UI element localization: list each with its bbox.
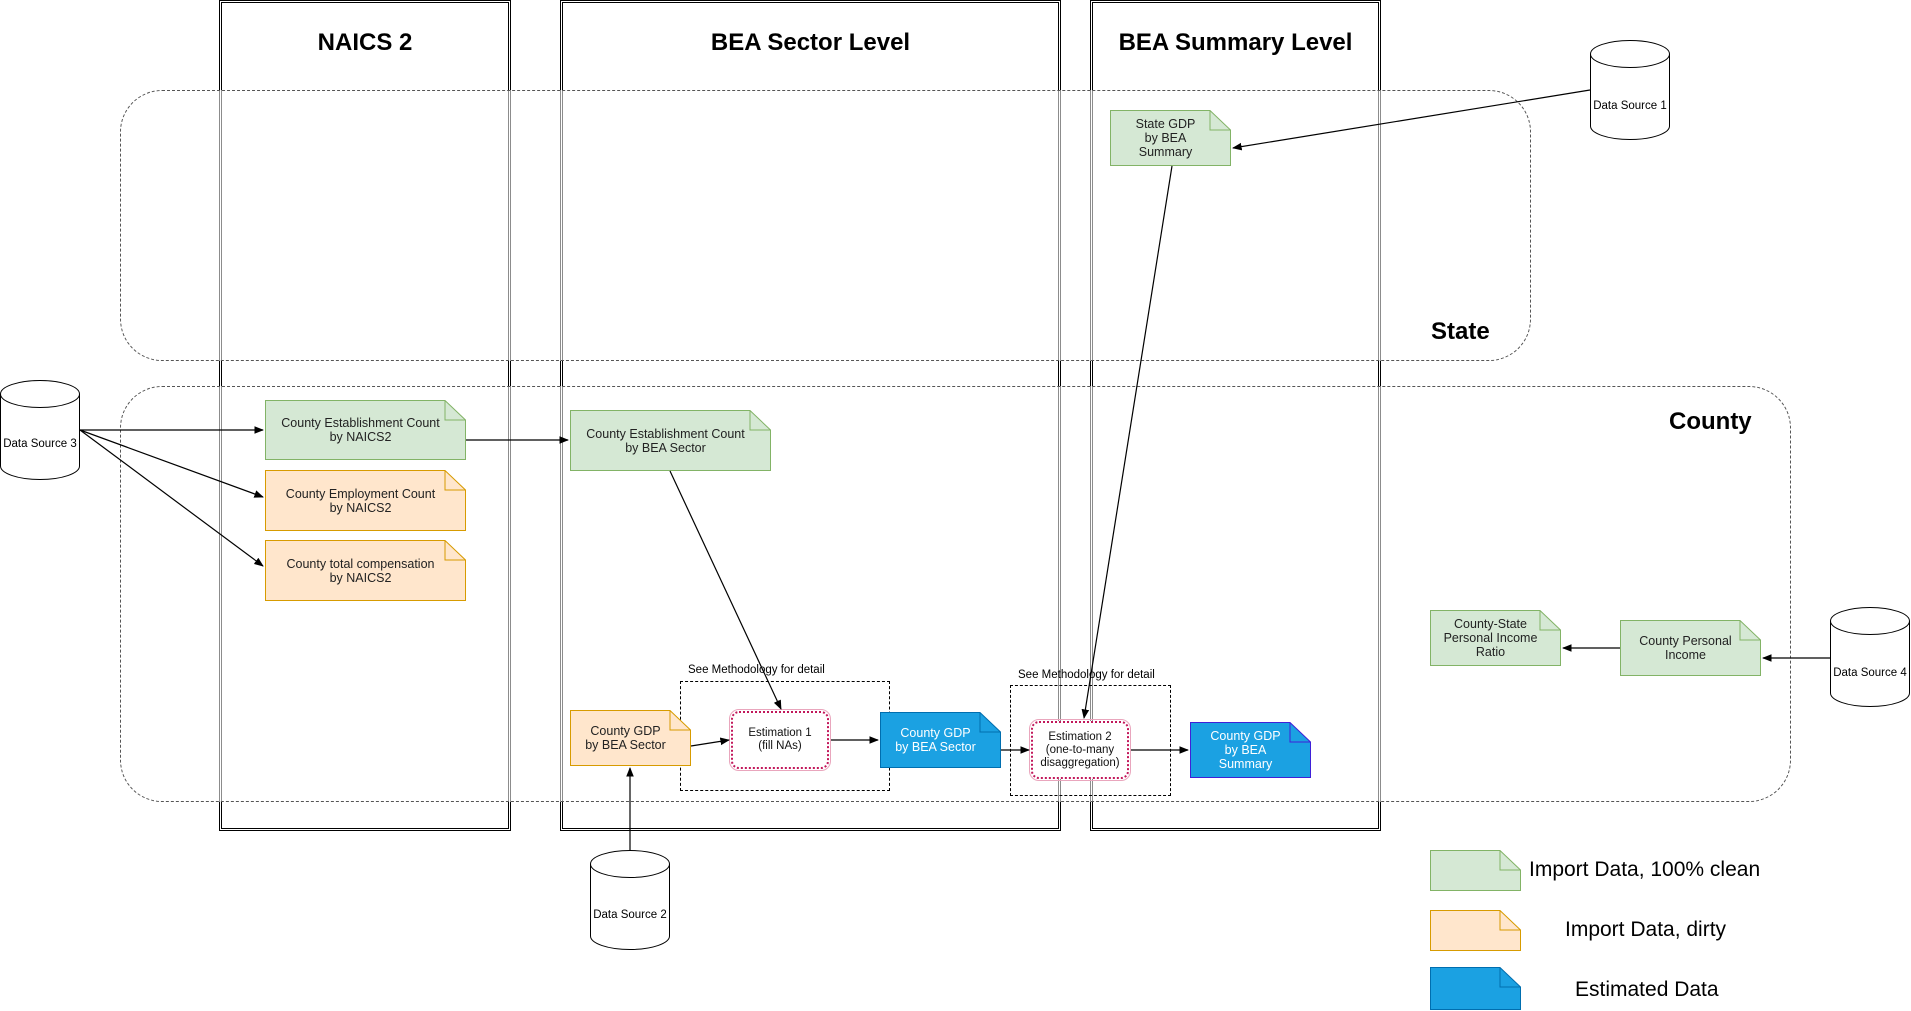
county-gdp-sector-est-label: County GDP by BEA Sector bbox=[895, 726, 976, 754]
data-source-4-cylinder[interactable]: Data Source 4 bbox=[1830, 607, 1910, 707]
data-source-1-label: Data Source 1 bbox=[1593, 100, 1667, 112]
lane-bea-summary-title: BEA Summary Level bbox=[1118, 29, 1353, 56]
county-gdp-summary-est-node[interactable]: County GDP by BEA Summary bbox=[1190, 722, 1311, 778]
data-source-4-label: Data Source 4 bbox=[1833, 667, 1907, 679]
county-gdp-summary-est-label: County GDP by BEA Summary bbox=[1210, 729, 1281, 771]
data-source-1-cylinder[interactable]: Data Source 1 bbox=[1590, 40, 1670, 140]
county-estab-sector-node[interactable]: County Establishment Count by BEA Sector bbox=[570, 410, 771, 471]
state-gdp-summary-label: State GDP by BEA Summary bbox=[1135, 117, 1196, 159]
legend-clean-swatch bbox=[1430, 850, 1521, 891]
methodology-note-1: See Methodology for detail bbox=[688, 664, 825, 676]
county-compensation-naics2-node[interactable]: County total compensation by NAICS2 bbox=[265, 540, 466, 601]
estimation1-node[interactable]: Estimation 1 (fill NAs) bbox=[731, 711, 829, 769]
lane-naics2-title: NAICS 2 bbox=[317, 29, 413, 56]
county-employment-naics2-node[interactable]: County Employment Count by NAICS2 bbox=[265, 470, 466, 531]
lane-bea-sector-title: BEA Sector Level bbox=[710, 29, 911, 56]
legend-estimated-swatch bbox=[1430, 967, 1521, 1010]
region-state bbox=[120, 90, 1531, 361]
county-employment-naics2-label: County Employment Count by NAICS2 bbox=[285, 486, 436, 515]
county-estab-naics2-node[interactable]: County Establishment Count by NAICS2 bbox=[265, 400, 466, 460]
legend-clean-label: Import Data, 100% clean bbox=[1529, 858, 1761, 881]
county-gdp-sector-dirty-label: County GDP by BEA Sector bbox=[585, 724, 666, 752]
legend-dirty-label: Import Data, dirty bbox=[1565, 918, 1727, 941]
estimation2-node[interactable]: Estimation 2 (one-to-many disaggregation… bbox=[1031, 721, 1129, 779]
data-source-2-label: Data Source 2 bbox=[593, 909, 667, 921]
data-source-3-cylinder[interactable]: Data Source 3 bbox=[0, 380, 80, 480]
data-source-3-label: Data Source 3 bbox=[3, 438, 77, 450]
county-personal-income-node[interactable]: County Personal Income bbox=[1620, 620, 1761, 676]
region-state-label: State bbox=[1431, 318, 1490, 345]
county-gdp-sector-est-node[interactable]: County GDP by BEA Sector bbox=[880, 712, 1001, 768]
legend-dirty-swatch bbox=[1430, 910, 1521, 951]
county-compensation-naics2-label: County total compensation by NAICS2 bbox=[286, 556, 435, 585]
region-county-label: County bbox=[1669, 408, 1752, 435]
methodology-note-2: See Methodology for detail bbox=[1018, 669, 1155, 681]
county-state-ratio-label: County-State Personal Income Ratio bbox=[1443, 617, 1538, 659]
data-source-2-cylinder[interactable]: Data Source 2 bbox=[590, 850, 670, 950]
county-estab-sector-label: County Establishment Count by BEA Sector bbox=[586, 426, 745, 455]
county-estab-naics2-label: County Establishment Count by NAICS2 bbox=[281, 416, 440, 444]
county-gdp-sector-dirty-node[interactable]: County GDP by BEA Sector bbox=[570, 710, 691, 766]
legend-estimated-label: Estimated Data bbox=[1575, 978, 1719, 1001]
county-state-ratio-node[interactable]: County-State Personal Income Ratio bbox=[1430, 610, 1561, 666]
state-gdp-summary-node[interactable]: State GDP by BEA Summary bbox=[1110, 110, 1231, 166]
county-personal-income-label: County Personal Income bbox=[1639, 634, 1732, 662]
